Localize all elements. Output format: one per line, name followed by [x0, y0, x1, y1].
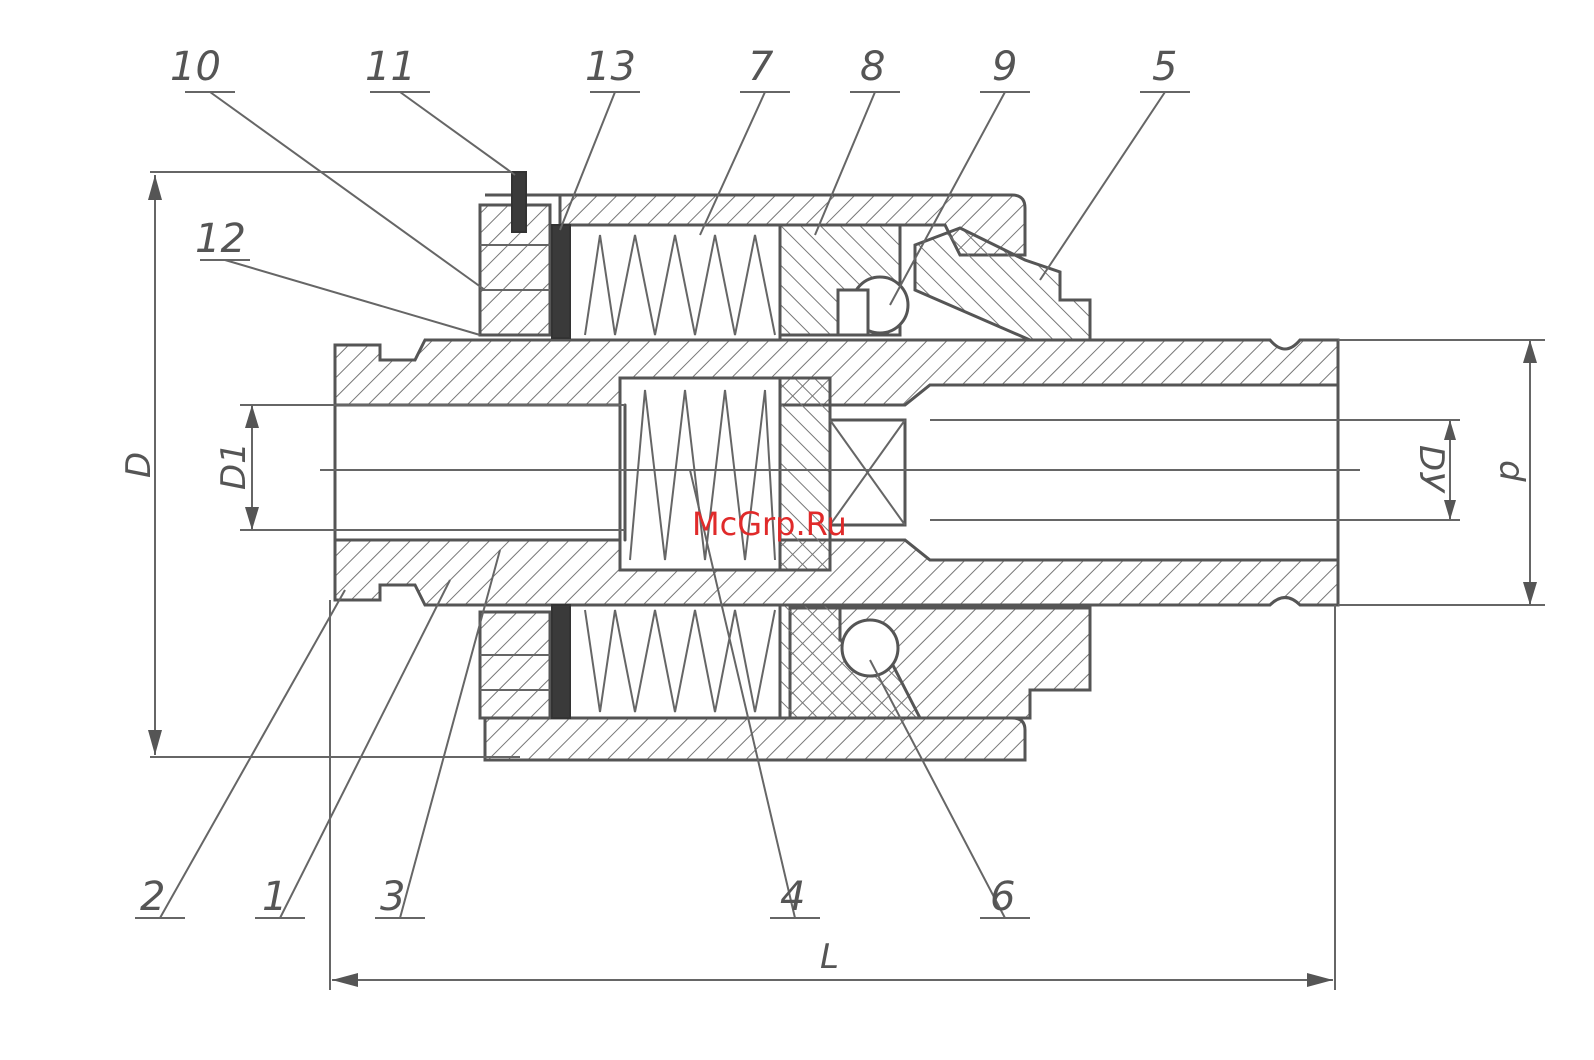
callout-7: 7	[748, 44, 774, 90]
callout-6: 6	[990, 874, 1015, 920]
callout-10: 10	[170, 44, 221, 90]
bottom-spring-chamber	[560, 605, 920, 718]
callout-13: 13	[585, 44, 636, 90]
dim-label-d: d	[1491, 460, 1531, 482]
seal-bottom	[552, 605, 570, 718]
callout-2: 2	[140, 874, 165, 920]
pin	[512, 172, 526, 232]
top-spring-chamber	[560, 225, 908, 340]
callout-5: 5	[1152, 44, 1177, 90]
dim-label-D1: D1	[214, 442, 254, 490]
central-body	[335, 340, 1338, 605]
callout-3: 3	[380, 874, 405, 920]
callout-11: 11	[365, 44, 416, 90]
watermark: McGrp.Ru	[692, 505, 847, 543]
callout-4: 4	[780, 874, 805, 920]
callout-12: 12	[195, 216, 246, 262]
dim-label-D: D	[119, 452, 159, 478]
dim-label-Dy: DУ	[1411, 445, 1451, 494]
callout-1: 1	[262, 874, 287, 920]
seal-top	[552, 225, 570, 338]
callout-8: 8	[860, 44, 885, 90]
dim-label-L: L	[820, 937, 839, 977]
callout-9: 9	[992, 44, 1017, 90]
